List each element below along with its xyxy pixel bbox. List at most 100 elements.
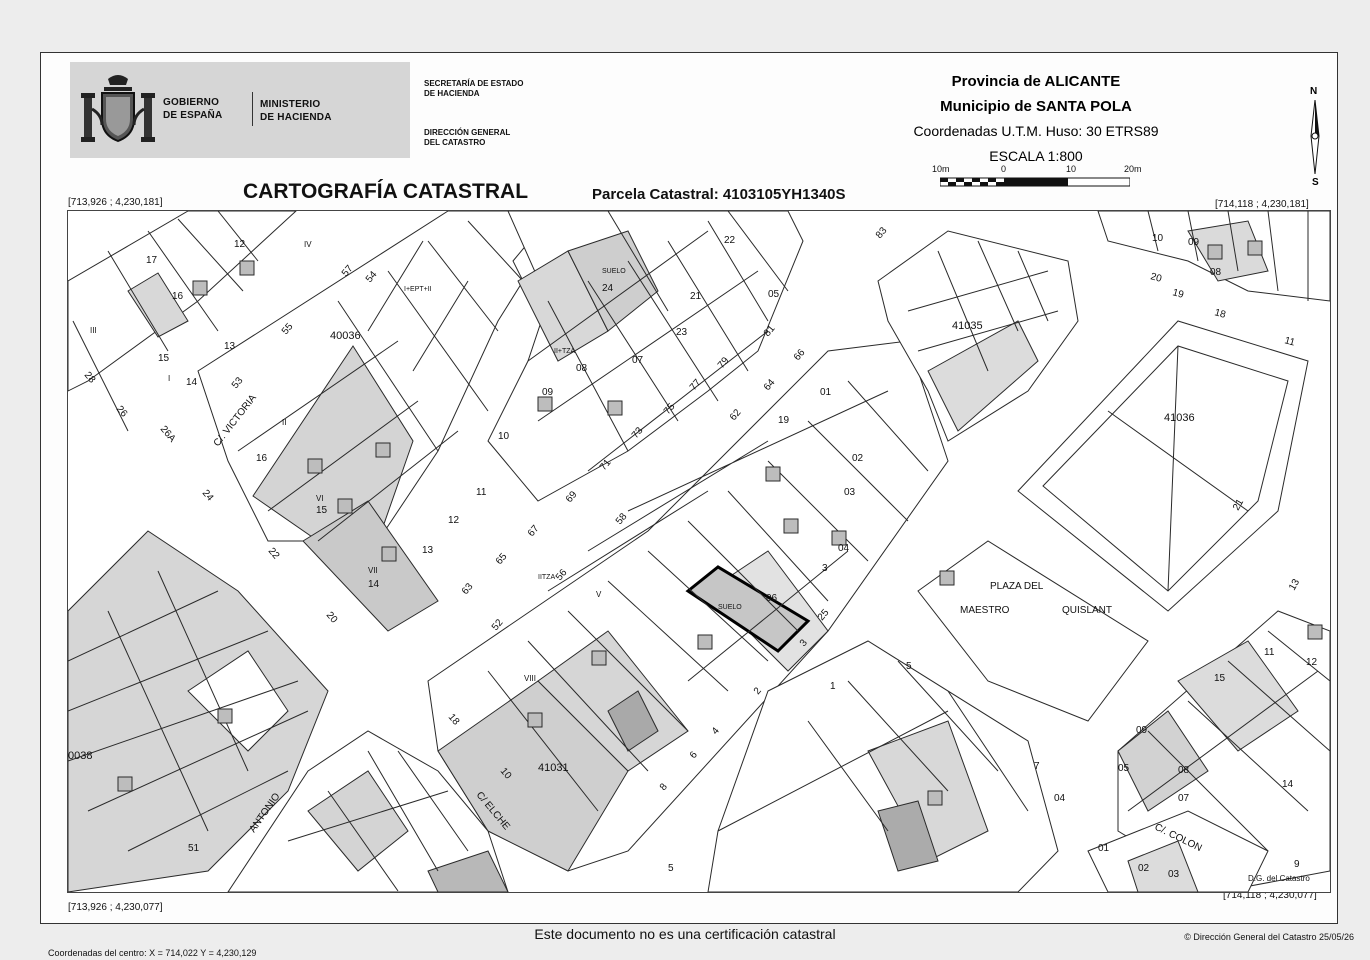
plot-number: 17 <box>146 255 158 266</box>
plot-number: 07 <box>632 355 644 366</box>
plot-number: 14 <box>368 579 380 590</box>
plot-number: 11 <box>1283 335 1296 348</box>
plot-number: 26A <box>158 424 178 445</box>
plot-number: 56 <box>554 567 570 583</box>
plot-number: 07 <box>1178 793 1190 804</box>
min-line2: DE HACIENDA <box>260 112 332 123</box>
coat-of-arms-icon <box>81 75 155 143</box>
plot-number: 63 <box>460 581 476 597</box>
plot-number: 23 <box>676 327 688 338</box>
block-41035 <box>877 230 1079 442</box>
block-41036 <box>1017 320 1309 612</box>
plot-number: 20 <box>1149 271 1163 285</box>
plot-number: 01 <box>820 387 832 398</box>
block-40036-shade2 <box>302 500 439 632</box>
block-east-lower-shade <box>1177 640 1299 752</box>
plot-number: 13 <box>224 341 236 352</box>
disclaimer: Este documento no es una certificación c… <box>534 926 836 942</box>
plot-number: 64 <box>762 377 778 393</box>
banner-divider <box>252 92 253 126</box>
ministry-label: MINISTERIO DE HACIENDA <box>260 98 332 124</box>
plot-number: 16 <box>256 453 268 464</box>
catastro-mark: D.G. del Catastro <box>1248 874 1310 883</box>
direccion-label: DIRECCIÓN GENERAL DEL CATASTRO <box>424 128 510 148</box>
plot-number: 09 <box>1136 725 1148 736</box>
block-label-40036: 40036 <box>330 330 361 342</box>
floor-label: II <box>282 418 286 427</box>
floor-label: SUELO <box>718 604 742 611</box>
parcel-selected[interactable] <box>685 565 811 653</box>
plot-number: 66 <box>792 347 808 363</box>
plot-number: 5 <box>906 661 912 672</box>
plot-number: 24 <box>200 488 216 504</box>
block-south-shade2 <box>427 850 509 892</box>
block-41031-lines <box>487 380 929 812</box>
municipality-title: Municipio de SANTA POLA <box>940 98 1132 115</box>
block-east-lower-shade2 <box>1117 710 1209 812</box>
block-center-top-lines <box>527 211 789 472</box>
secretaria-label: SECRETARÍA DE ESTADO DE HACIENDA <box>424 79 523 99</box>
south-label: S <box>1312 177 1319 188</box>
plot-number: 08 <box>1178 765 1190 776</box>
plot-number: 83 <box>874 225 890 241</box>
plot-number: 20 <box>324 610 340 626</box>
coordinate-system: Coordenadas U.T.M. Huso: 30 ETRS89 <box>913 123 1159 139</box>
plot-number: 5 <box>668 863 674 874</box>
plaza-label-1: PLAZA DEL <box>990 581 1044 592</box>
block-label-41031: 41031 <box>538 762 569 774</box>
block-ne-lines <box>1147 211 1309 301</box>
floor-label: IV <box>304 240 312 249</box>
block-label-41036: 41036 <box>1164 412 1195 424</box>
plot-number: 14 <box>1282 779 1294 790</box>
sec-line2: DE HACIENDA <box>424 89 480 98</box>
floor-label: V <box>596 590 602 599</box>
plot-number: 18 <box>1213 307 1227 321</box>
plot-number: 1 <box>830 681 836 692</box>
center-x: X = 714,022 <box>149 948 198 958</box>
center-y: Y = 4,230,129 <box>200 948 257 958</box>
plot-number: 09 <box>542 387 554 398</box>
plot-number: 15 <box>1214 673 1226 684</box>
floor-label: VIII <box>524 674 536 683</box>
floor-label: I <box>168 374 170 383</box>
plot-number: 10 <box>498 431 510 442</box>
plot-number: 13 <box>422 545 434 556</box>
compass-icon <box>1310 100 1320 174</box>
plot-number: 51 <box>188 843 200 854</box>
plot-number: 15 <box>316 505 328 516</box>
block-nw <box>68 211 297 392</box>
block-41036-inner <box>1042 345 1289 592</box>
plot-number: 12 <box>1306 657 1318 668</box>
map-drawing: 40036 41035 41036 41031 0038 C/. VICTORI… <box>68 211 1330 892</box>
scale-tick-2: 10 <box>1066 164 1077 174</box>
plot-number: 04 <box>1054 793 1066 804</box>
plaza-maestro-quislant <box>917 540 1149 722</box>
plot-number: 10 <box>1152 233 1164 244</box>
plot-number: 65 <box>494 551 510 567</box>
copyright: © Dirección General del Catastro 25/05/2… <box>1184 932 1354 942</box>
block-south-shade <box>307 770 409 872</box>
gov-line1: GOBIERNO <box>163 97 220 108</box>
map-title: CARTOGRAFÍA CATASTRAL <box>243 180 529 203</box>
cadastral-map[interactable]: 40036 41035 41036 41031 0038 C/. VICTORI… <box>67 210 1331 893</box>
center-coordinates: Coordenadas del centro: X = 714,022 Y = … <box>48 948 256 958</box>
dir-line2: DEL CATASTRO <box>424 138 486 147</box>
plot-number: 11 <box>1264 647 1275 658</box>
province-title: Provincia de ALICANTE <box>951 73 1121 90</box>
floor-label: SUELO <box>602 268 626 275</box>
plot-number: 67 <box>526 523 542 539</box>
plot-number: 02 <box>852 453 864 464</box>
dir-line1: DIRECCIÓN GENERAL <box>424 128 511 137</box>
plaza-label-2: MAESTRO <box>960 605 1010 616</box>
corner-top-right: [714,118 ; 4,230,181] <box>1215 199 1309 210</box>
floor-label: II+TZA <box>554 348 576 355</box>
block-0038-white <box>187 650 289 752</box>
plot-number: 2 <box>752 685 764 697</box>
block-colon-south-shade <box>1127 840 1199 892</box>
block-south-lines <box>287 750 469 892</box>
plot-number: 12 <box>448 515 460 526</box>
plot-number: 62 <box>728 407 744 423</box>
scale-tick-1: 0 <box>1001 164 1007 174</box>
plot-number: 69 <box>564 489 580 505</box>
government-banner: GOBIERNO DE ESPAÑA MINISTERIO DE HACIEND… <box>70 62 410 158</box>
